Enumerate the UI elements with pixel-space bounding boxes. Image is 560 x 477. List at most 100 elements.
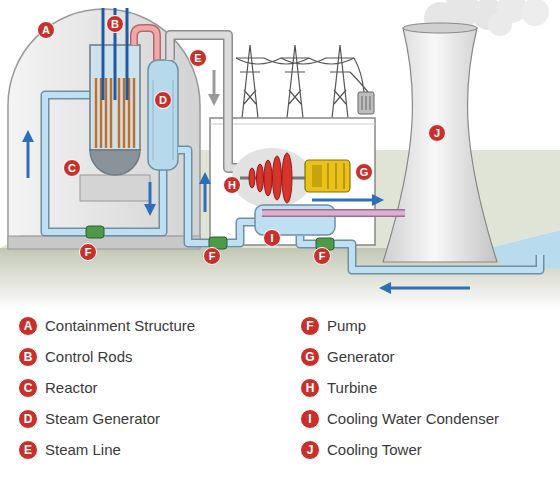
- legend-letter: D: [18, 409, 38, 429]
- callout-letter: C: [63, 159, 81, 177]
- fuel-rods: [123, 78, 126, 148]
- legend-text: Cooling Water Condenser: [327, 409, 499, 429]
- turbine: [282, 153, 292, 203]
- flow-arrow: [385, 287, 470, 290]
- power-lines: [350, 58, 368, 92]
- legend-text: Steam Line: [45, 440, 121, 460]
- power-lines: [236, 45, 368, 118]
- condenser-tube: [262, 209, 405, 217]
- cooling-water-pipe: [300, 236, 540, 270]
- callout-letter: G: [355, 163, 373, 181]
- condenser-tube: [262, 213, 405, 214]
- hot-leg-pipe: [134, 28, 157, 60]
- steam-generator: [173, 80, 174, 160]
- callout-letter: B: [106, 15, 124, 33]
- legend-text: Pump: [327, 316, 366, 336]
- generator: [305, 160, 350, 192]
- reactor-support: [80, 175, 150, 201]
- callout-letter: A: [37, 21, 55, 39]
- control-rods: [103, 8, 127, 100]
- pump: [86, 226, 104, 238]
- power-lines: [281, 45, 309, 118]
- callout-letter: J: [428, 124, 446, 142]
- control-rods: [102, 8, 105, 100]
- water: [490, 230, 560, 268]
- legend-text: Turbine: [327, 378, 377, 398]
- callout-letter: F: [313, 247, 331, 265]
- legend-text: Generator: [327, 347, 395, 367]
- steam-generator: [153, 80, 154, 160]
- steam-plume: [488, 12, 512, 36]
- cooling-tower: [383, 28, 497, 262]
- legend-letter: C: [18, 378, 38, 398]
- water: [490, 230, 560, 268]
- legend-letter: E: [18, 440, 38, 460]
- turbine: [232, 148, 312, 208]
- legend-letter: F: [300, 316, 320, 336]
- callout-letter: I: [263, 229, 281, 247]
- power-lines: [326, 45, 354, 118]
- legend-text: Containment Structure: [45, 316, 195, 336]
- turbine: [249, 168, 255, 188]
- transformer: [358, 92, 374, 114]
- transformer: [370, 96, 371, 110]
- generator: [336, 163, 337, 189]
- legend-letter: J: [300, 440, 320, 460]
- power-lines: [236, 45, 264, 118]
- flow-arrow: [312, 199, 378, 202]
- legend-letter: I: [300, 409, 320, 429]
- legend-text: Steam Generator: [45, 409, 160, 429]
- flow-arrow: [27, 136, 30, 178]
- control-rods: [126, 8, 129, 100]
- reactor-support: [80, 175, 150, 201]
- hot-leg-pipe: [134, 28, 157, 60]
- fuel-rods: [133, 78, 136, 148]
- turbine-building: [210, 118, 375, 245]
- legend-letter: B: [18, 347, 38, 367]
- turbine-building: [210, 124, 375, 125]
- flow-arrow: [204, 178, 207, 212]
- transformer: [362, 96, 363, 110]
- legend-text: Control Rods: [45, 347, 133, 367]
- generator: [305, 160, 350, 192]
- turbine-building: [210, 118, 375, 245]
- turbine: [264, 160, 272, 196]
- condenser-tube: [262, 211, 405, 216]
- legend-letter: G: [300, 347, 320, 367]
- fuel-rods: [118, 78, 121, 148]
- callout-letter: F: [79, 243, 97, 261]
- transformer: [358, 92, 374, 114]
- callout-letter: E: [189, 49, 207, 67]
- reactor-vessel: [90, 150, 140, 175]
- hot-leg-pipe: [134, 28, 157, 60]
- steam-generator: [148, 60, 178, 170]
- legend-text: Reactor: [45, 378, 98, 398]
- callout-letter: H: [223, 176, 241, 194]
- legend-letter: H: [300, 378, 320, 398]
- generator: [344, 163, 345, 189]
- cooling-water-pipe: [300, 236, 540, 270]
- flow-arrow: [213, 70, 216, 100]
- power-lines: [236, 58, 354, 64]
- generator: [328, 163, 329, 189]
- steam-plume: [521, 0, 549, 26]
- cooling-tower: [383, 23, 497, 262]
- legend-text: Cooling Tower: [327, 440, 422, 460]
- flow-arrow: [149, 182, 152, 210]
- fuel-rods: [110, 78, 113, 148]
- generator: [312, 165, 322, 187]
- cooling-water-pipe: [300, 236, 540, 270]
- transformer: [366, 96, 367, 110]
- flow-arrow: [28, 70, 470, 288]
- turbine: [273, 156, 282, 200]
- steam-generator: [148, 60, 178, 170]
- legend-letter: A: [18, 316, 38, 336]
- callout-letter: F: [203, 247, 221, 265]
- turbine: [257, 164, 264, 192]
- cooling-tower: [403, 23, 477, 33]
- fuel-rods: [95, 78, 98, 148]
- turbine: [232, 148, 312, 208]
- fuel-rods: [105, 78, 108, 148]
